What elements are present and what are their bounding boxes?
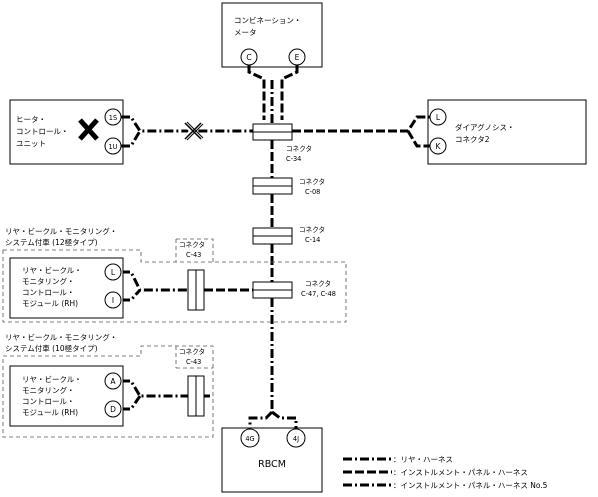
connector-c14-label-2: C-14 xyxy=(305,236,320,244)
connector-c08: コネクタ C-08 xyxy=(252,177,325,196)
connector-c34: コネクタ C-34 xyxy=(252,123,312,163)
connector-c14-label-1: コネクタ xyxy=(299,225,325,234)
rvm10-group-border xyxy=(2,345,214,438)
heater-1u-wire xyxy=(121,130,142,148)
rvm10-group-label-1: リヤ・ビークル・モニタリング・ xyxy=(5,332,117,342)
rbcm-pin-4g-label: 4G xyxy=(245,435,254,443)
rvm12-c43-label-border xyxy=(176,238,214,262)
diag-k-wire xyxy=(406,130,430,148)
legend-rear-label: ：リヤ・ハーネス xyxy=(393,455,453,464)
rbcm-label: RBCM xyxy=(258,459,286,470)
heater-fault-icon xyxy=(78,118,99,141)
rvm12-pin-i xyxy=(104,291,122,309)
legend: ：リヤ・ハーネス ：インストルメント・パネル・ハーネス ：インストルメント・パネ… xyxy=(343,455,548,490)
connector-c34-label-2: C-34 xyxy=(286,155,301,163)
rbcm: RBCM 4G 4J xyxy=(221,427,323,493)
rbcm-pin-4j-label: 4J xyxy=(293,435,299,443)
rvm10-a-wire xyxy=(121,379,188,398)
diag-pin-k-label: K xyxy=(436,142,442,151)
rvm10-d-wire xyxy=(121,395,142,411)
rvm10-label-3: コントロール・ xyxy=(22,397,75,406)
heater-label-1: ヒータ・ xyxy=(16,115,46,124)
combination-meter-label-1: コンビネーション・ xyxy=(234,16,301,25)
connector-c08-label-2: C-08 xyxy=(305,188,320,196)
rvm-12pin-group: リヤ・ビークル・モニタリング・ システム付車 (12極タイプ) リヤ・ビークル・… xyxy=(2,226,347,323)
heater-label-3: ユニット xyxy=(16,139,46,148)
heater-pin-1u-label: 1U xyxy=(108,143,117,151)
rbcm-pin-4j xyxy=(286,428,306,448)
heater-control-unit-box xyxy=(9,99,124,165)
heater-pin-1s-label: 1S xyxy=(109,114,117,122)
rvm10-pin-a-label: A xyxy=(110,377,116,386)
connector-c47-c48: コネクタ C-47, C-48 xyxy=(252,279,336,299)
connector-c08-label-1: コネクタ xyxy=(299,177,325,186)
rvm12-group-label-2: システム付車 (12極タイプ) xyxy=(5,237,98,247)
rvm10-pin-a xyxy=(104,372,122,390)
rvm12-group-border xyxy=(2,249,347,323)
diag-pin-l-label: L xyxy=(436,113,441,122)
rvm10-label-1: リヤ・ビークル・ xyxy=(22,375,82,384)
meter-c-wire xyxy=(247,65,266,120)
legend-instrument-label: ：インストルメント・パネル・ハーネス xyxy=(393,468,528,477)
connector-c34-label-1: コネクタ xyxy=(286,144,312,153)
rvm12-module-box xyxy=(9,257,124,319)
rbcm-4j-wire xyxy=(271,410,298,428)
rvm12-pin-l-label: L xyxy=(111,268,116,277)
rvm10-label-4: モジュール (RH) xyxy=(22,408,78,417)
connector-c14: コネクタ C-14 xyxy=(252,225,325,245)
rvm12-group-label-1: リヤ・ビークル・モニタリング・ xyxy=(5,226,117,236)
rvm12-c43-label-2: C-43 xyxy=(186,251,201,259)
rvm12-label-3: コントロール・ xyxy=(22,288,75,297)
meter-pin-c-label: C xyxy=(246,53,251,62)
rvm12-label-1: リヤ・ビークル・ xyxy=(22,266,82,275)
connector-c47-c48-label-2: C-47, C-48 xyxy=(301,290,336,298)
rvm10-c43-label-1: コネクタ xyxy=(179,347,205,356)
rvm12-pin-l xyxy=(104,263,122,281)
heater-control-unit: ヒータ・ コントロール・ ユニット 1S 1U xyxy=(9,99,124,165)
rvm10-module-box xyxy=(9,365,124,427)
legend-instrument5-label: ：インストルメント・パネル・ハーネス No.5 xyxy=(393,481,548,490)
meter-pin-e-label: E xyxy=(295,53,300,62)
diagnosis-label-1: ダイアグノシス・ xyxy=(455,122,514,132)
diagnosis-label-2: コネクタ2 xyxy=(455,135,490,144)
rbcm-pin-4g xyxy=(240,428,260,448)
rvm12-label-2: モニタリング・ xyxy=(22,276,75,286)
rvm12-label-4: モジュール (RH) xyxy=(22,299,78,308)
diagnosis-connector: ダイアグノシス・ コネクタ2 L K xyxy=(427,99,587,165)
rvm12-i-wire xyxy=(121,288,142,302)
rvm12-c43-label-1: コネクタ xyxy=(179,240,205,249)
connector-c47-c48-label-1: コネクタ xyxy=(305,279,331,288)
combination-meter-label-2: メータ xyxy=(234,28,257,37)
rvm12-pin-i-label: I xyxy=(112,296,114,305)
heater-1s-wire xyxy=(121,115,253,133)
diag-l-wire xyxy=(292,115,430,133)
open-circuit-x-icon xyxy=(182,120,204,142)
meter-e-wire xyxy=(280,65,299,120)
rvm10-group-label-2: システム付車 (10極タイプ) xyxy=(5,343,98,353)
rvm10-label-2: モニタリング・ xyxy=(22,385,75,395)
rvm10-pin-d xyxy=(104,400,122,418)
heater-label-2: コントロール・ xyxy=(16,127,69,136)
combination-meter: コンビネーション・ メータ C E xyxy=(221,2,323,68)
diagnosis-connector-box xyxy=(427,99,587,165)
rvm10-c43-label-2: C-43 xyxy=(186,358,201,366)
rvm-10pin-group: リヤ・ビークル・モニタリング・ システム付車 (10極タイプ) リヤ・ビークル・… xyxy=(2,332,214,438)
rvm10-pin-d-label: D xyxy=(110,405,116,414)
rvm12-l-wire xyxy=(121,270,188,292)
rbcm-4g-wire xyxy=(248,410,274,428)
